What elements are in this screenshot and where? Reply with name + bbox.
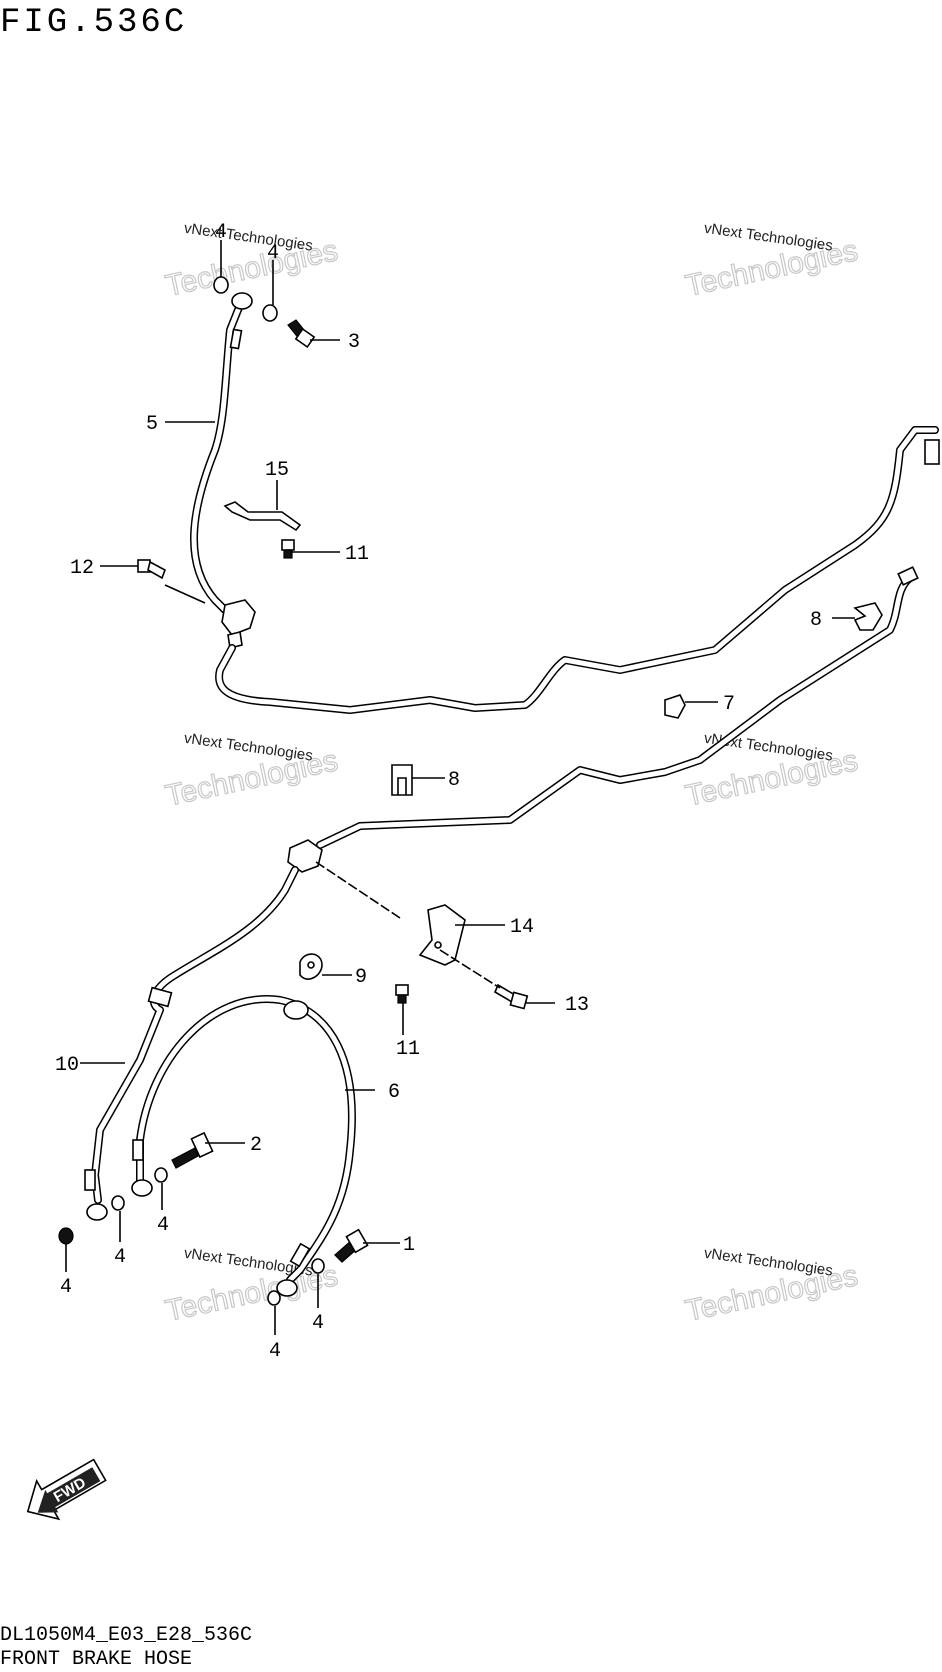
hose-10 [84, 866, 299, 1221]
hose-sleeve [229, 328, 243, 350]
hose-grommet [283, 1000, 309, 1020]
assembly-lines [164, 584, 501, 989]
banjo-fitting [231, 292, 253, 310]
hose-5 [190, 292, 253, 614]
washer [111, 1195, 125, 1211]
bolt-2 [171, 1131, 214, 1169]
watermark-top-left: Technologies vNext Technologies [162, 220, 341, 304]
callout-5: 5 [146, 413, 158, 436]
hose-sleeve [84, 1169, 96, 1191]
clamp-7 [664, 694, 686, 719]
washer [262, 304, 278, 322]
callout-3: 3 [348, 331, 360, 354]
bolt-11-lower [395, 984, 409, 1004]
watermark-text: vNext Technologies [703, 220, 834, 255]
callout-4: 4 [267, 242, 279, 265]
hose-sleeve [132, 1139, 144, 1161]
washer [267, 1290, 281, 1306]
watermark-text: vNext Technologies [183, 220, 314, 255]
callout-13: 13 [565, 994, 589, 1017]
bolt-13 [493, 983, 529, 1010]
callout-9: 9 [355, 966, 367, 989]
callout-7: 7 [723, 693, 735, 716]
bolt-3 [287, 319, 316, 349]
washer [154, 1167, 168, 1183]
bracket-14 [418, 904, 466, 966]
pipe-end-fitting [897, 566, 919, 586]
banjo-fitting [131, 1179, 153, 1197]
diagram-name: FRONT BRAKE HOSE [0, 1648, 193, 1671]
watermark-mid-left: Technologies vNext Technologies [162, 730, 341, 814]
callout-2: 2 [250, 1134, 262, 1157]
bolt-11-upper [281, 539, 295, 559]
callout-4: 4 [60, 1276, 72, 1299]
callout-4: 4 [157, 1214, 169, 1237]
clamp-9 [299, 953, 323, 980]
banjo-fitting [276, 1279, 298, 1297]
washer [213, 276, 229, 294]
washer [58, 1227, 74, 1245]
bolt-1 [334, 1228, 369, 1263]
callout-leaders [65, 240, 855, 1335]
brake-pipe-lower [316, 566, 919, 849]
page-title: FIG.536C [0, 4, 188, 42]
pipe-end-fitting [924, 439, 940, 465]
brake-pipe-upper [215, 426, 940, 714]
callout-4: 4 [215, 221, 227, 244]
watermark-bottom-left: Technologies vNext Technologies [162, 1245, 341, 1329]
clamp-8-right [853, 602, 883, 631]
washers [58, 276, 325, 1306]
callout-1: 1 [403, 1234, 415, 1257]
callout-12: 12 [70, 557, 94, 580]
watermark-top-right: Technologies vNext Technologies [682, 220, 861, 304]
watermark-text: vNext Technologies [183, 730, 314, 765]
callout-8: 8 [810, 609, 822, 632]
callout-15: 15 [265, 459, 289, 482]
callout-11: 11 [345, 543, 369, 566]
callout-4: 4 [269, 1340, 281, 1363]
callout-8: 8 [448, 769, 460, 792]
washer [311, 1258, 325, 1274]
watermark-group: Technologies vNext Technologies Technolo… [162, 220, 861, 1329]
banjo-fitting [86, 1203, 108, 1221]
hose-6 [131, 995, 356, 1297]
callout-4: 4 [114, 1246, 126, 1269]
fwd-arrow: FWD [26, 1458, 107, 1521]
diagram-code: DL1050M4_E03_E28_536C [0, 1624, 253, 1647]
watermark-text: vNext Technologies [703, 1245, 834, 1280]
hose-clip [147, 986, 173, 1008]
callout-11: 11 [396, 1038, 420, 1061]
bracket-15 [223, 501, 302, 532]
hose-sleeve [289, 1242, 311, 1268]
callout-4: 4 [312, 1312, 324, 1335]
callout-14: 14 [510, 916, 534, 939]
clamp-8-center [391, 764, 413, 796]
callout-numbers: 4 4 3 5 15 11 12 8 7 8 14 13 9 11 10 6 2… [55, 221, 822, 1363]
callout-10: 10 [55, 1054, 79, 1077]
junction-block-upper [221, 599, 256, 649]
junction-block-lower [287, 839, 323, 873]
bolt-12 [137, 559, 166, 580]
watermark-bottom-right: Technologies vNext Technologies [682, 1245, 861, 1329]
callout-6: 6 [388, 1081, 400, 1104]
